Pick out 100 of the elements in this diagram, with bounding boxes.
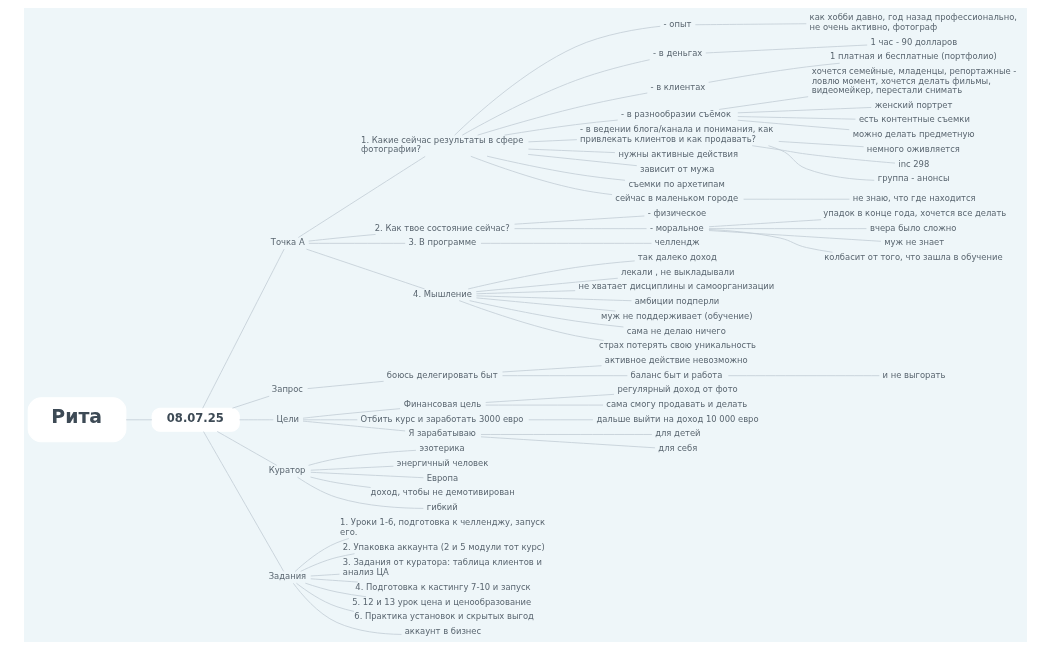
connector [751, 145, 895, 164]
node-text: 2. Упаковка аккаунта (2 и 5 модули тот курс) [342, 541, 545, 552]
connector [304, 582, 366, 598]
connector [305, 248, 425, 290]
node-text: зависит от мужа [639, 163, 714, 174]
connector [503, 119, 618, 136]
connector [527, 154, 637, 167]
node-text: эзотерика [418, 443, 465, 454]
node-text: группа - анонсы [877, 173, 950, 184]
connector [309, 465, 394, 471]
node-text: муж не знает [883, 237, 944, 248]
node-text: гибкий [426, 502, 458, 512]
node-text: не знаю, что где находится [852, 193, 976, 204]
connector [306, 380, 384, 390]
node-text: съемки по архетипам [627, 178, 725, 189]
node-text: муж не поддерживает (обучение) [600, 310, 753, 321]
node-text: есть контентные съемки [858, 114, 970, 125]
node-text: Цели [276, 413, 299, 424]
node-text: для себя [657, 443, 697, 454]
connector [527, 148, 615, 154]
connector [777, 141, 864, 148]
node-text: Европа [426, 472, 458, 483]
connector [468, 300, 624, 328]
connector [475, 290, 576, 295]
connector [704, 44, 868, 54]
node-text: немного оживляется [866, 143, 960, 154]
connector [307, 234, 376, 242]
node-text: сама не делаю ничего [626, 325, 726, 336]
connector [718, 96, 809, 110]
connector [309, 471, 424, 479]
connector [309, 476, 371, 488]
node-text: активное действие невозможно [604, 354, 748, 365]
node-text: хочется семейные, младенцы, репортажные - ловлю момент, хочется делать фильмы, видеомейкер, перестали снимать [811, 66, 1016, 96]
node-text: Задания [268, 571, 306, 582]
node-text: - в клиентах [649, 81, 705, 92]
connector [707, 62, 840, 83]
connector [480, 434, 652, 435]
node-text: Запрос [271, 384, 303, 395]
node-text: регулярный доход от фото [616, 384, 738, 395]
connector [302, 420, 406, 432]
node-text: 5. 12 и 13 урок цена и ценообразование [351, 596, 531, 607]
node-text: - моральное [649, 222, 704, 233]
connector [231, 395, 270, 409]
connector [476, 92, 648, 136]
connector [299, 553, 355, 572]
connector [708, 219, 822, 228]
node-text: 3. В программе [407, 237, 476, 248]
node-text: челлендж [654, 237, 700, 248]
node-text: 1 час - 90 долларов [870, 36, 957, 47]
connector [767, 145, 875, 181]
node-text: - опыт [663, 18, 691, 29]
node-text: как хобби давно, год назад профессионально, не очень активно, фотограф [809, 12, 1017, 32]
node-text: 1. Какие сейчас результаты в сфере фотографии? [360, 134, 523, 155]
connector [475, 297, 616, 312]
node-text: аккаунт в бизнес [404, 625, 481, 636]
node-text: 6. Практика установок и скрытых выгод [353, 611, 534, 622]
node-text: лекали , не выкладывали [620, 266, 734, 277]
connector [475, 277, 618, 293]
node-text: так далеко доход [637, 252, 717, 263]
node-text: сама смогу продавать и делать [605, 399, 747, 410]
connector [475, 295, 632, 302]
node-text: 1. Уроки 1-6, подготовка к челленджу, запуск его. [339, 517, 545, 537]
node-text: 2. Как твое состояние сейчас? [374, 222, 510, 233]
connector [295, 582, 354, 612]
connector [708, 230, 881, 242]
node-text: вчера было сложно [869, 222, 956, 233]
node-text: упадок в конце года, хочется все делать [822, 207, 1006, 218]
connector [484, 393, 614, 403]
connector [736, 119, 850, 131]
node-text: баланс быт и работа [630, 369, 722, 380]
connector [309, 578, 358, 583]
connector [296, 476, 424, 509]
connector [297, 156, 426, 238]
node-text: 4. Подготовка к кастингу 7-10 и запуск [354, 581, 531, 592]
node-text: - в деньгах [652, 48, 702, 59]
node-text: inc 298 [897, 158, 929, 169]
node-text: Точка А [270, 237, 305, 248]
node-text: можно делать предметную [852, 129, 975, 140]
connector [461, 59, 650, 136]
node-text: страх потерять свою уникальность [598, 340, 756, 351]
connector [486, 155, 625, 181]
node-text: Я зарабатываю [407, 428, 476, 439]
connector [707, 229, 833, 253]
connector [501, 365, 602, 373]
node-text: Финансовая цель [403, 399, 481, 410]
node-text: колбасит от того, что зашла в обучение [823, 252, 1003, 263]
connector [302, 408, 400, 419]
node-text: боюсь делегировать быт [386, 369, 498, 380]
node-text: Отбить курс и заработать 3000 евро [360, 413, 523, 424]
connector [458, 300, 604, 341]
node-text: энергичный человек [396, 457, 488, 468]
connector [216, 431, 277, 466]
connector [294, 538, 349, 572]
node-text: 1 платная и бесплатные (портфолио) [829, 51, 997, 62]
connector [201, 248, 285, 409]
node-text: - в разнообразии съёмок [620, 109, 731, 120]
node-text: - физическое [647, 207, 706, 218]
connector [292, 582, 402, 635]
node-text: амбиции подперли [634, 296, 719, 307]
connector [467, 260, 635, 290]
